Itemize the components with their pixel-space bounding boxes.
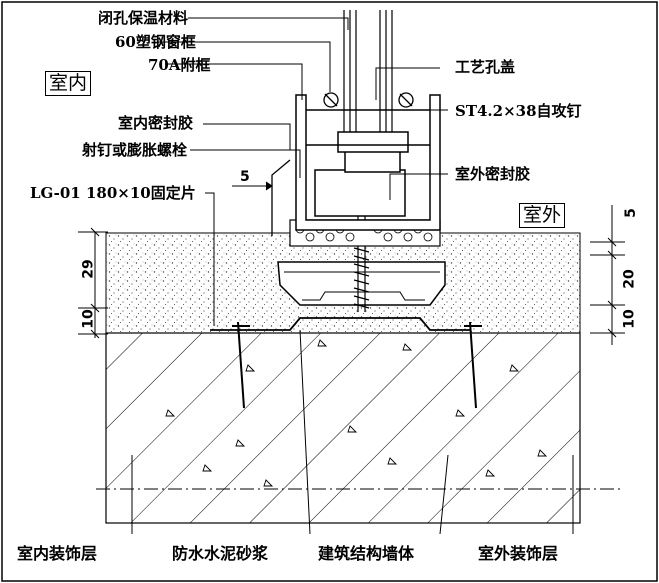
callout-outdoor-sealant: 室外密封胶: [455, 165, 531, 183]
label-indoor-finish: 室内装饰层: [17, 544, 98, 563]
structural-wall: [105, 332, 581, 524]
dim-right-bottom: 10: [621, 309, 638, 329]
right-dimension: [590, 205, 625, 345]
aggregate-marks: [165, 339, 548, 487]
label-structural-wall: 建筑结构墙体: [318, 544, 415, 563]
dim-gap: 5: [240, 169, 250, 185]
dim-right-top: 5: [622, 208, 639, 218]
anchor-nails: [232, 321, 482, 409]
glass-panes: [343, 10, 393, 132]
left-dimension: [78, 227, 108, 339]
gap-dimension: [240, 181, 273, 191]
leader-lines: [131, 17, 574, 535]
fixing-plate: [210, 317, 470, 331]
callout-subframe: 70A附框: [148, 56, 211, 74]
pvc-frame: [295, 94, 441, 231]
subframe-base: [277, 261, 446, 306]
callout-insulation: 闭孔保温材料: [98, 9, 189, 27]
indoor-label: 室内: [45, 71, 92, 96]
callout-pvc-frame: 60塑钢窗框: [115, 33, 196, 51]
callout-fixing-plate: LG-01 180×10固定片: [30, 184, 196, 202]
outdoor-label: 室外: [519, 203, 566, 228]
interior-frame-line: [271, 159, 291, 236]
callout-screw: ST4.2×38自攻钉: [455, 102, 582, 120]
gaskets: [323, 92, 414, 108]
dim-right-mid: 20: [621, 269, 638, 289]
callout-indoor-sealant: 室内密封胶: [118, 114, 194, 132]
label-waterproof-mortar: 防水水泥砂浆: [172, 544, 269, 563]
dim-left-bottom: 10: [80, 309, 97, 329]
callout-nail-bolt: 射钉或膨胀螺栓: [82, 141, 188, 159]
dim-left-top: 29: [80, 259, 97, 279]
callout-hole-cap: 工艺孔盖: [455, 58, 516, 76]
label-outdoor-finish: 室外装饰层: [478, 544, 559, 563]
